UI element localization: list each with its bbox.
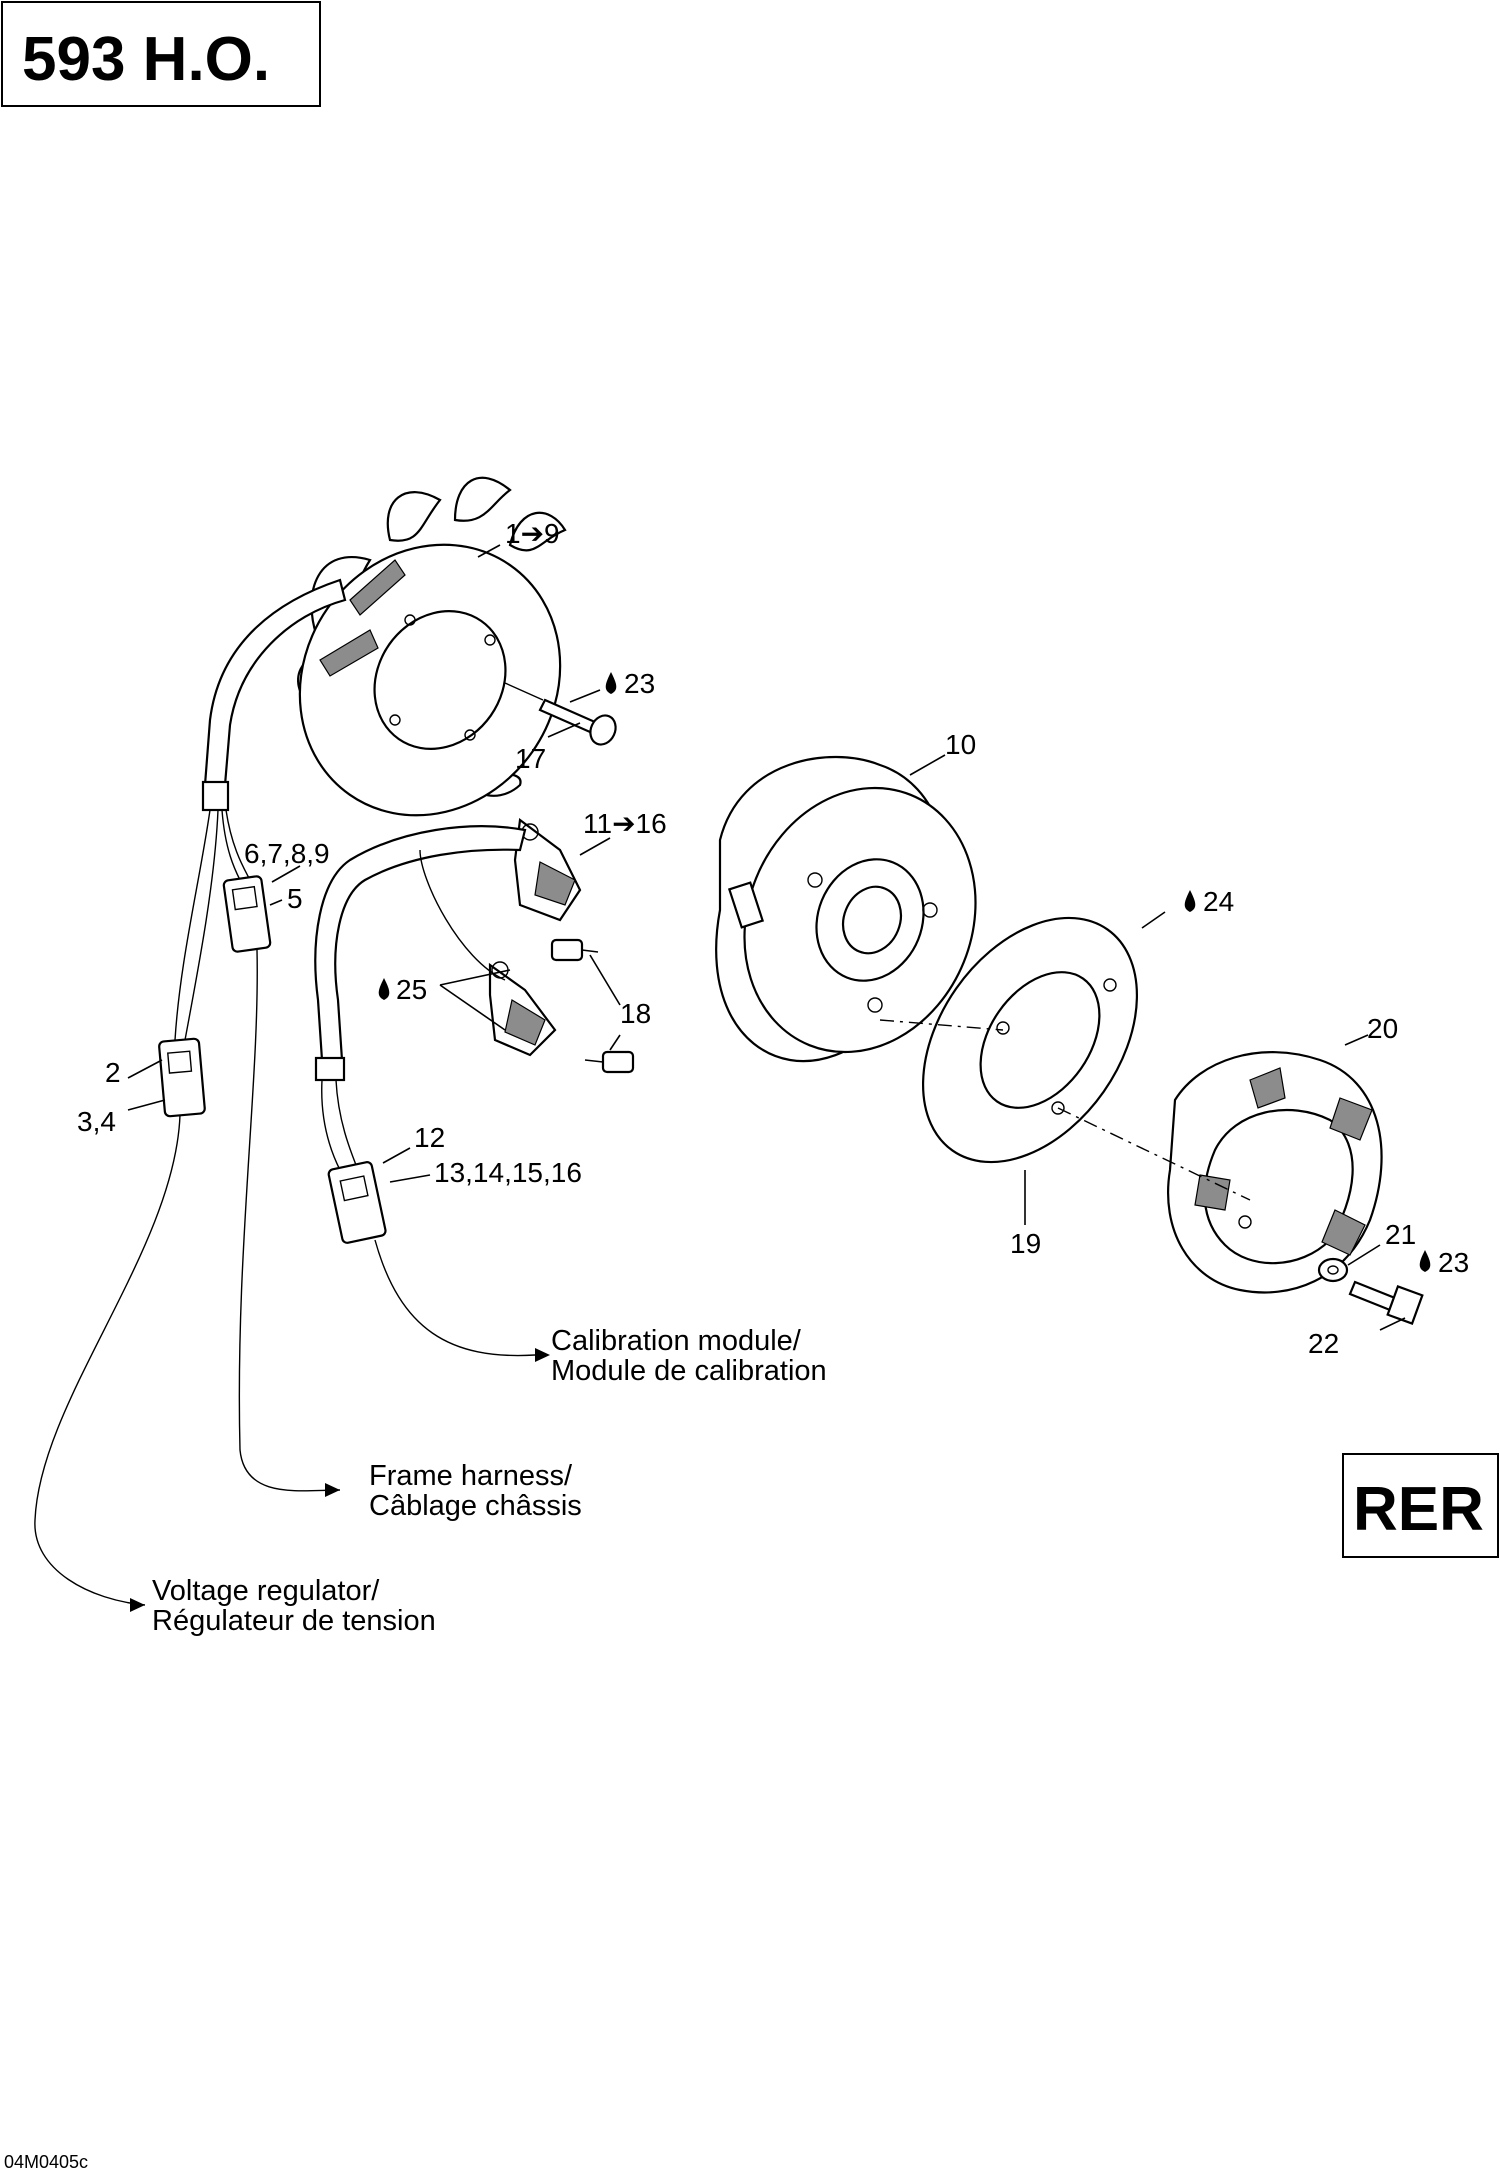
callout-20: 20 [1367,1013,1398,1044]
callout-5: 5 [287,883,303,914]
note-calibration-module: Calibration module/ Module de calibratio… [551,1325,827,1387]
connector-5 [222,875,341,1492]
bolt-17 [504,682,617,746]
note-voltage-line1: Voltage regulator/ [152,1575,380,1607]
callout-17: 17 [515,743,546,774]
note-frame-line2: Câblage châssis [369,1490,582,1522]
callout-11-16: 11➔16 [583,808,667,839]
note-frame-line1: Frame harness/ [369,1460,573,1492]
callout-3-4: 3,4 [77,1106,116,1137]
callout-23a: 23 [624,668,655,699]
note-frame-harness: Frame harness/ Câblage châssis [369,1460,582,1522]
note-voltage-regulator: Voltage regulator/ Régulateur de tension [152,1575,436,1637]
rer-badge: RER [1342,1453,1499,1558]
stator-illustration [297,476,567,817]
note-calibration-line2: Module de calibration [551,1355,827,1387]
callout-21: 21 [1385,1219,1416,1250]
callout-1-9: 1➔9 [505,518,560,549]
trigger-coil-illustration [488,817,635,1074]
leader-lines [127,544,1406,1612]
trigger-harness [314,825,527,1171]
loctite-drop-icons [378,672,1431,1272]
stator-harness [174,578,347,1041]
connector-12 [327,1161,536,1357]
starting-cup-illustration [1167,1051,1383,1294]
callout-12: 12 [414,1122,445,1153]
callout-25: 25 [396,974,427,1005]
drop-icon-23b [1419,1250,1431,1272]
callout-13-16: 13,14,15,16 [434,1157,582,1188]
callout-6789: 6,7,8,9 [244,838,330,869]
note-voltage-line2: Régulateur de tension [152,1605,436,1637]
callout-18: 18 [620,998,651,1029]
drop-icon-23a [605,672,617,694]
callout-22: 22 [1308,1328,1339,1359]
page-title: 593 H.O. [22,25,270,94]
callout-2: 2 [105,1057,121,1088]
drop-icon-24 [1184,890,1196,912]
washer-21-bolt-22 [1317,1257,1424,1325]
note-calibration-line1: Calibration module/ [551,1325,802,1357]
connector-2 [34,1037,206,1606]
callout-24: 24 [1203,886,1234,917]
title-box: 593 H.O. [1,1,321,107]
centerline [879,1019,1251,1201]
callout-labels: 1➔9 23 17 10 11➔16 6,7,8,9 5 24 25 18 2 … [77,518,1469,1359]
callout-19: 19 [1010,1228,1041,1259]
callout-23b: 23 [1438,1247,1469,1278]
drawing-code: 04M0405c [4,2152,88,2172]
ring-19-illustration [921,916,1139,1164]
drop-icon-25 [378,978,390,1000]
callout-10: 10 [945,729,976,760]
rer-badge-label: RER [1353,1475,1484,1544]
flywheel-illustration [715,755,977,1063]
